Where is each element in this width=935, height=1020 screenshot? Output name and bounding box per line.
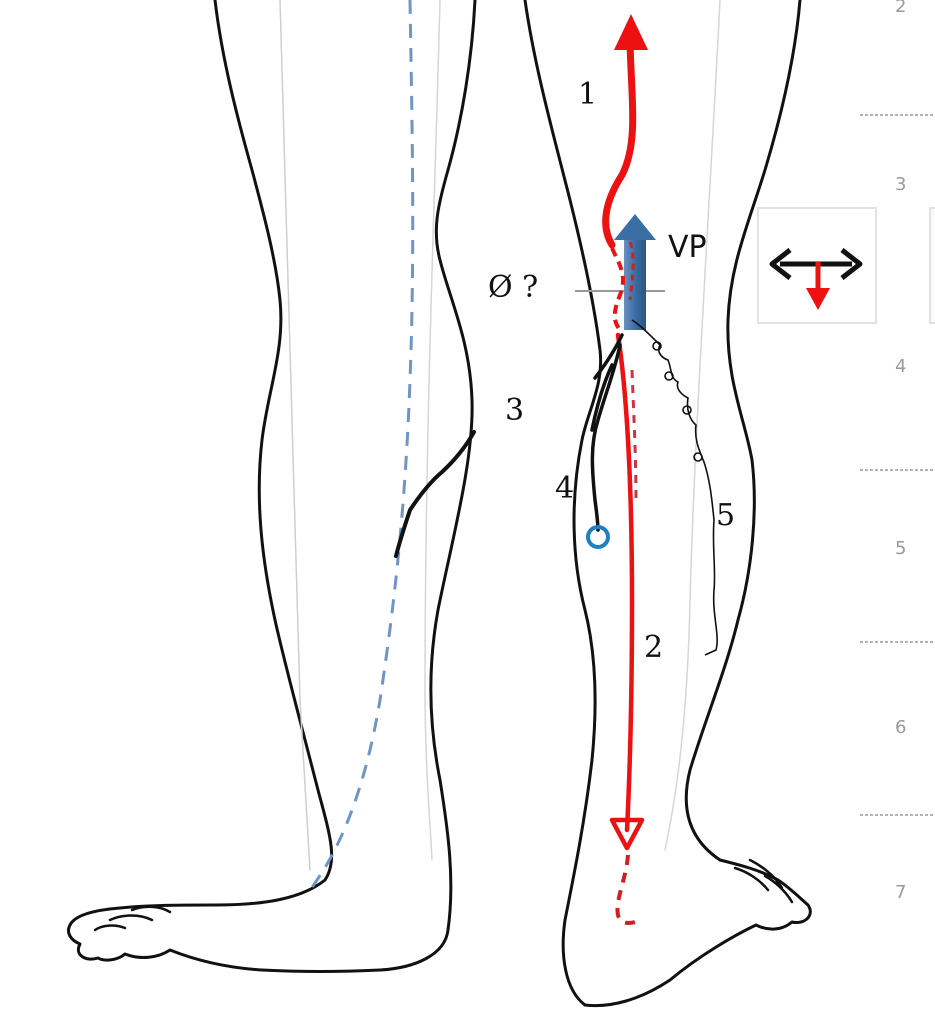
left-leg-inner-contour (431, 0, 475, 930)
small-vein-5-loops (653, 342, 702, 461)
scale-number-7: 7 (895, 882, 906, 903)
label-2: 2 (644, 630, 663, 665)
right-leg-guide (665, 0, 720, 850)
reflux-path-2 (618, 335, 632, 830)
scale-number-3: 3 (895, 174, 906, 195)
reflux-dashed-ankle (617, 855, 640, 923)
reflux-dashed-knee (612, 248, 623, 330)
saphenous-dashed-segment (632, 370, 636, 500)
label-4: 4 (555, 471, 574, 506)
label-5: 5 (716, 498, 735, 533)
left-great-saphenous-vein (310, 0, 413, 890)
scale-number-2: 2 (895, 0, 906, 17)
reflux-path-1-arrowhead (614, 14, 648, 50)
scale-number-5: 5 (895, 538, 906, 559)
legend-arrows-icon (758, 208, 876, 323)
legend-box-partial (930, 208, 935, 323)
scale-number-4: 4 (895, 356, 906, 377)
label-1: 1 (578, 77, 597, 112)
reflux-path-1 (606, 35, 633, 245)
left-leg (68, 0, 475, 972)
tributary-vein-4 (592, 335, 622, 530)
scale-number-6: 6 (895, 717, 906, 738)
small-vein-5 (632, 320, 717, 655)
left-leg-toes (68, 925, 448, 972)
level-scale: 2 3 4 5 6 7 (860, 0, 935, 903)
label-3: 3 (505, 393, 524, 428)
label-vp: VP (668, 230, 707, 265)
perforator-arrow-icon (614, 214, 656, 330)
left-leg-outer-contour (70, 0, 332, 925)
label-occlusion: Ø ? (488, 270, 538, 305)
right-leg-outer-contour (686, 0, 800, 860)
